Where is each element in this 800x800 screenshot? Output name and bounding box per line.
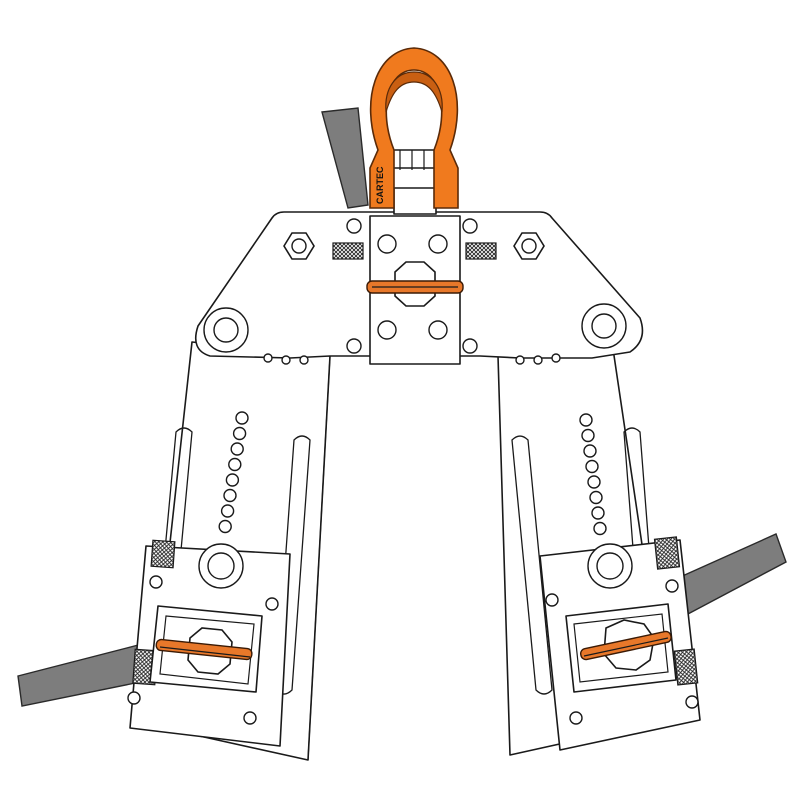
right-pad-grip-bottom (673, 648, 699, 686)
left-hex-nut (283, 232, 315, 260)
left-pad-grip-top (150, 539, 176, 569)
left-adjustment-holes (218, 411, 249, 534)
lifting-eye: CARTEC (369, 47, 459, 209)
adjustment-hole (581, 428, 595, 443)
adjustment-hole (232, 426, 247, 441)
body-hole (462, 218, 478, 234)
top-sheet-blade (321, 107, 369, 209)
center-block-hole (428, 320, 448, 340)
right-pad-clamp-pin (579, 630, 672, 661)
adjustment-hole (591, 506, 605, 520)
left-pad-pivot-bore (207, 552, 235, 580)
right-hex-nut (513, 232, 545, 260)
adjustment-hole (228, 457, 242, 472)
adjustment-hole (589, 490, 603, 505)
right-arm-slot-inner (511, 435, 553, 695)
adjustment-hole (585, 459, 599, 474)
adjustment-hole (220, 504, 235, 518)
right-hinge-bore (591, 313, 617, 339)
adjustment-hole (230, 442, 244, 456)
adjustment-hole (593, 521, 607, 536)
adjustment-hole (583, 444, 597, 458)
left-hinge-bore (213, 317, 239, 343)
right-body-grip-pad (465, 242, 497, 260)
right-clamp-pad (539, 536, 701, 751)
right-pad-pivot-bore (596, 552, 624, 580)
body-hole (346, 218, 362, 234)
center-block-hole (428, 234, 448, 254)
left-clamp-pad (127, 539, 291, 747)
adjustment-hole (218, 519, 232, 534)
right-adjustment-holes (579, 413, 607, 536)
body-hole (462, 338, 478, 354)
center-block-hole (377, 320, 397, 340)
center-block-hole (377, 234, 397, 254)
lifting-eye-marking: CARTEC (375, 166, 385, 204)
left-body-grip-pad (332, 242, 364, 260)
right-pad-grip-top (653, 536, 681, 570)
adjustment-hole (223, 488, 237, 503)
adjustment-hole (225, 473, 240, 487)
body-hole (346, 338, 362, 354)
adjustment-hole (235, 411, 249, 425)
adjustment-hole (579, 413, 593, 427)
adjustment-hole (587, 475, 601, 489)
body-edge-bolts (263, 353, 561, 365)
